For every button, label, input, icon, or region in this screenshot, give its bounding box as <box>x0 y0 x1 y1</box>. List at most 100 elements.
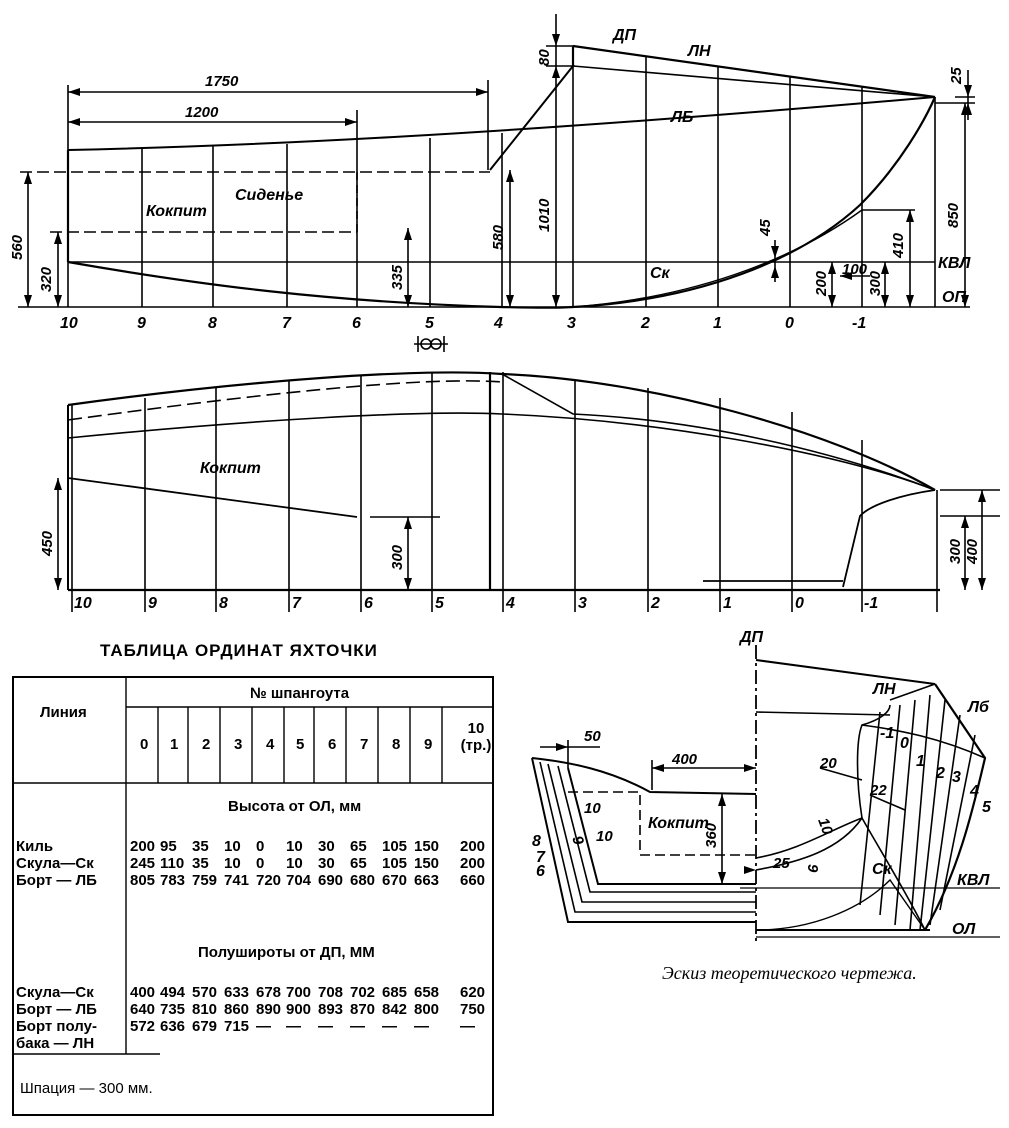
dim-1200: 1200 <box>185 104 219 121</box>
row-value: 10 <box>286 838 303 855</box>
row-value: 0 <box>256 855 265 872</box>
frame-header: 7 <box>360 736 369 753</box>
frame-mark-5: 5 <box>982 799 992 816</box>
frame-header: 5 <box>296 736 305 753</box>
frame-mark-1: 1 <box>916 753 925 770</box>
plan-station-8: 8 <box>219 595 228 612</box>
body-label-dp: ДП <box>738 629 764 646</box>
row-value: 700 <box>286 984 312 1001</box>
row-value: 200 <box>460 855 486 872</box>
row-value: 572 <box>130 1018 156 1035</box>
body-plan-caption: Эскиз теоретического чертежа. <box>662 963 917 983</box>
row-value: 35 <box>192 855 209 872</box>
dim-400-body: 400 <box>671 751 698 768</box>
dim-400: 400 <box>964 538 981 565</box>
row-value: 690 <box>318 872 344 889</box>
frame-mark-2: 2 <box>935 765 945 782</box>
label-dp: ДП <box>611 27 637 44</box>
row-value: 0 <box>256 838 265 855</box>
frame-mark-0: 0 <box>900 735 909 752</box>
row-value: 678 <box>256 984 282 1001</box>
row-value: 65 <box>350 838 367 855</box>
row-name: Борт — ЛБ <box>16 1001 97 1018</box>
profile-station-minus1: -1 <box>852 315 866 332</box>
row-value: 245 <box>130 855 156 872</box>
body-label-kvl: КВЛ <box>957 872 990 889</box>
dim-300-bow: 300 <box>947 538 964 564</box>
row-value: — <box>286 1018 301 1035</box>
midship-symbol-icon <box>414 336 448 352</box>
row-name: Киль <box>16 838 54 855</box>
dim-560: 560 <box>9 234 26 260</box>
body-label-ol: ОЛ <box>952 921 976 938</box>
table-footer: Шпация — 300 мм. <box>20 1080 153 1097</box>
row-value: 702 <box>350 984 376 1001</box>
plan-station-4: 4 <box>505 595 515 612</box>
row-value: 805 <box>130 872 156 889</box>
row-value: 35 <box>192 838 209 855</box>
label-cockpit: Кокпит <box>146 203 207 220</box>
row-value: — <box>460 1018 475 1035</box>
dim-45: 45 <box>757 219 774 237</box>
dim-850: 850 <box>945 202 962 228</box>
table-title: ТАБЛИЦА ОРДИНАТ ЯХТОЧКИ <box>100 641 378 660</box>
profile-station-5: 5 <box>425 315 435 332</box>
frame-header: 1 <box>170 736 179 753</box>
row-name: Борт полу- <box>16 1018 97 1035</box>
row-value: — <box>350 1018 365 1035</box>
plan-station-1: 1 <box>723 595 732 612</box>
profile-station-2: 2 <box>640 315 650 332</box>
row-value: 800 <box>414 1001 440 1018</box>
row-value: 685 <box>382 984 408 1001</box>
label-lb: ЛБ <box>670 109 693 126</box>
row-value: — <box>414 1018 429 1035</box>
plan-view <box>57 371 1000 612</box>
row-value: 715 <box>224 1018 250 1035</box>
row-value: 735 <box>160 1001 186 1018</box>
dim-50: 50 <box>584 728 601 745</box>
row-value: 494 <box>160 984 186 1001</box>
row-value: 200 <box>460 838 486 855</box>
row-value: 670 <box>382 872 408 889</box>
row-value: 30 <box>318 855 335 872</box>
body-plan-labels: ДП ЛН Лб Ск КВЛ ОЛ Кокпит 50 400 10 10 3… <box>532 629 992 938</box>
profile-station-0: 0 <box>785 315 794 332</box>
plan-station-5: 5 <box>435 595 445 612</box>
profile-station-3: 3 <box>567 315 576 332</box>
row-value: 679 <box>192 1018 218 1035</box>
profile-station-8: 8 <box>208 315 217 332</box>
frame-mark-8: 8 <box>532 833 541 850</box>
plan-station-minus1: -1 <box>864 595 878 612</box>
frame-mark-4: 4 <box>969 783 979 800</box>
frame-header: 9 <box>424 736 433 753</box>
table-header-frames: № шпангоута <box>250 685 350 702</box>
label-kvl: КВЛ <box>938 255 971 272</box>
dim-10-c: 10 <box>814 816 836 838</box>
plan-labels: Кокпит 450 300 300 400 10 9 8 7 6 5 4 3 … <box>39 460 981 612</box>
row-value: 680 <box>350 872 376 889</box>
row-value: 720 <box>256 872 282 889</box>
row-value: 870 <box>350 1001 376 1018</box>
dim-410: 410 <box>890 232 907 259</box>
row-value: 704 <box>286 872 312 889</box>
row-value: 400 <box>130 984 156 1001</box>
label-seat: Сиденье <box>235 187 303 204</box>
dim-1010: 1010 <box>536 198 553 232</box>
row-value: 10 <box>224 838 241 855</box>
dim-580: 580 <box>490 224 507 250</box>
plan-station-9: 9 <box>148 595 157 612</box>
row-value: 620 <box>460 984 486 1001</box>
row-value: 110 <box>160 855 185 872</box>
table-header-line: Линия <box>40 704 87 721</box>
row-name: Борт — ЛБ <box>16 872 97 889</box>
dim-25: 25 <box>948 67 965 85</box>
plan-station-0: 0 <box>795 595 804 612</box>
profile-station-6: 6 <box>352 315 361 332</box>
frame-header: 8 <box>392 736 401 753</box>
row-value: 65 <box>350 855 367 872</box>
row-value: 810 <box>192 1001 218 1018</box>
body-label-ln: ЛН <box>872 681 896 698</box>
frame-header: 10 (тр.) <box>460 720 492 754</box>
row-name: Скула—Ск <box>16 984 94 1001</box>
